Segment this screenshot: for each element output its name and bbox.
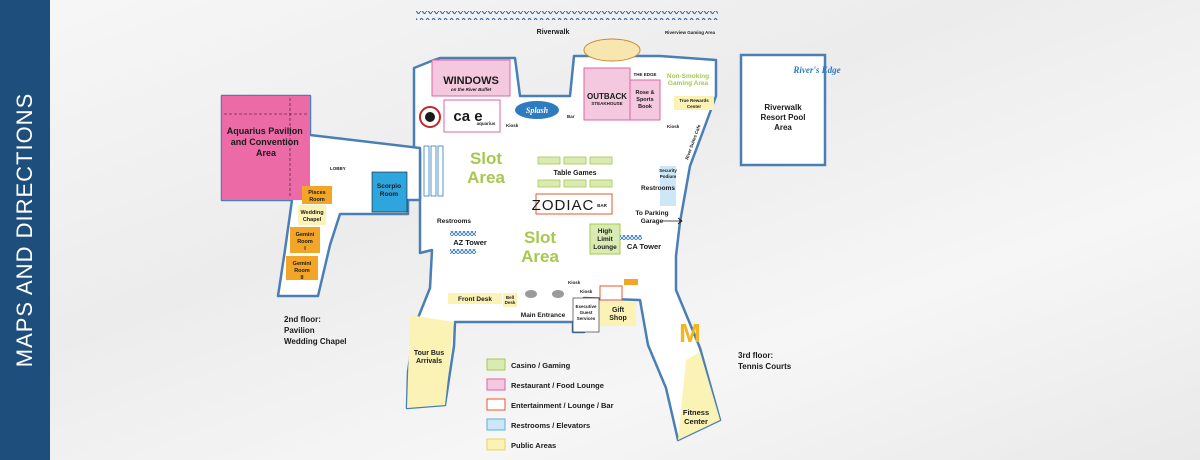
zodiac-label: ZODIAC [532,197,595,214]
escalator-bank [423,145,444,197]
front-desk[interactable] [448,293,502,304]
legend: Casino / Gaming Restaurant / Food Lounge… [486,358,614,451]
tour-bus-area [407,315,454,408]
restrooms-2-label: Restrooms [641,185,675,192]
legend-restaurant: Restaurant / Food Lounge [511,381,604,390]
ca-elevators [620,235,642,240]
gemini-room-2[interactable] [286,256,318,280]
kiosk-3-label: Kiosk [568,280,581,285]
legend-entertainment: Entertainment / Lounge / Bar [511,401,614,410]
rose-sports-book[interactable] [629,79,661,121]
kiosk-1-label: Kiosk [506,123,519,128]
kiosk-4-label: Kiosk [580,289,593,294]
river-band [416,11,718,20]
fitness-area [678,352,720,440]
kiosk-2-label: Kiosk [667,124,680,129]
az-tower-label: AZ Tower [453,238,487,247]
aquarius-pavilion[interactable] [222,96,310,200]
splash-bar[interactable] [515,101,559,119]
aquarius-label: Aquarius Pavilion and Convention Area [227,126,306,158]
restrooms-1-label: Restrooms [437,218,471,225]
windows-buffet[interactable] [431,59,511,97]
wedding-chapel[interactable] [298,205,326,225]
ca-tower-label: CA Tower [627,242,661,251]
outback-steakhouse[interactable] [583,67,631,121]
bell-desk[interactable] [503,293,517,307]
true-rewards-center[interactable] [674,96,714,110]
kiosk-icon [624,279,638,285]
legend-public: Public Areas [511,441,556,450]
pisces-room[interactable] [302,186,332,204]
outback-sub: STEAKHOUSE [591,101,622,106]
deli-icon[interactable] [599,285,623,301]
legend-casino: Casino / Gaming [511,361,571,370]
table-games-label: Table Games [553,170,596,177]
windows-label: WINDOWS [443,75,499,87]
lobby-feature-1 [525,290,537,298]
parking-arrow-icon [662,217,683,225]
legend-restrooms: Restrooms / Elevators [511,421,590,430]
zodiac-sub: BAR [597,203,607,208]
riverwalk-label: Riverwalk [537,29,570,36]
casino-logo-icon [583,38,641,62]
rivers-edge-label: River's Edge [792,65,840,75]
scorpio-room[interactable] [371,171,408,213]
splash-label: Splash [526,106,549,115]
cafe-label: ca e [453,108,482,125]
edge-label: THE EDGE [633,72,656,77]
mcdonalds-icon[interactable]: M [679,318,701,348]
third-floor-note: 3rd floor:Tennis Courts [738,351,792,371]
front-desk-label: Front Desk [458,296,492,303]
gift-shop[interactable] [600,302,636,326]
sidebar: MAPS AND DIRECTIONS [0,0,50,460]
resort-pool-area[interactable] [739,53,827,167]
lobby-label: LOBBY [330,166,346,171]
high-limit-lounge[interactable] [589,223,621,255]
outback-label: OUTBACK [587,92,627,101]
executive-guest-services[interactable] [572,297,600,333]
table-games-area[interactable] [537,156,613,188]
lobby-feature-2 [552,290,564,298]
gaming-area-label: Riverview Gaming Area [665,30,716,35]
security-restroom-area [660,166,676,206]
cafe-sub: aquarius [477,121,496,126]
az-elevators-2 [450,249,476,254]
cafe-aquarius[interactable] [443,99,501,133]
windows-sub: on the River Buffet [451,87,492,92]
az-elevators [450,231,476,236]
bar-label: Bar [567,114,575,119]
zodiac-bar[interactable] [535,193,613,215]
main-entrance-label: Main Entrance [521,312,566,319]
gemini-room-1[interactable] [290,227,320,253]
